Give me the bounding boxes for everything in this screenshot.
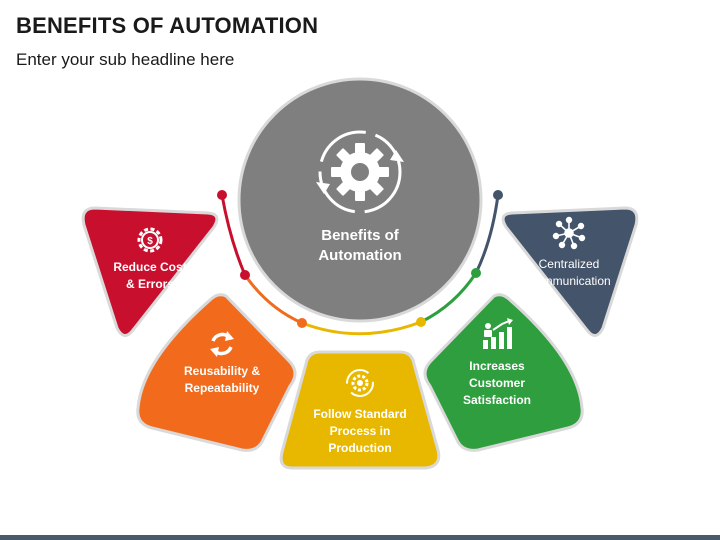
process-gear-icon	[346, 369, 374, 397]
growth-chart-icon	[483, 318, 513, 349]
benefit-label: Repeatability	[185, 381, 260, 395]
arc-dot	[240, 270, 250, 280]
gear-cycle-icon	[316, 130, 404, 214]
arc-segment-1	[220, 194, 247, 276]
center-label-line2: Automation	[318, 247, 401, 264]
arc-dot	[217, 190, 227, 200]
svg-text:$: $	[147, 236, 153, 247]
benefit-customer-satisfaction: Increases Customer Satisfaction	[423, 293, 584, 452]
benefit-shape	[423, 293, 584, 452]
arc-dot	[297, 318, 307, 328]
footer-bar	[0, 535, 720, 540]
connector-arc	[217, 190, 503, 336]
center-label-line1: Benefits of	[321, 227, 400, 244]
benefit-centralized-communication: Centralized Communication	[501, 206, 639, 337]
benefit-label: Centralized	[539, 257, 600, 271]
arc-segment-5	[474, 194, 500, 274]
benefit-label: Follow Standard	[313, 407, 406, 421]
benefit-label: Satisfaction	[463, 393, 531, 407]
benefit-follow-standard: Follow Standard Process in Production	[279, 350, 441, 470]
benefit-label: Communication	[527, 274, 610, 288]
network-hub-icon	[552, 216, 586, 250]
benefit-label: Reusability &	[184, 364, 260, 378]
benefit-label: Increases	[469, 359, 525, 373]
benefit-reusability: Reusability & Repeatability	[136, 293, 297, 452]
page-title: BENEFITS OF AUTOMATION	[16, 13, 319, 38]
benefit-label: Process in	[330, 424, 391, 438]
arc-dot	[493, 190, 503, 200]
benefit-label: & Errors	[126, 277, 174, 291]
arc-segment-2	[243, 274, 303, 325]
arc-segment-4	[420, 272, 478, 324]
refresh-icon	[210, 331, 234, 357]
benefit-shape	[279, 350, 441, 470]
page-subtitle: Enter your sub headline here	[16, 50, 235, 69]
benefit-shape	[81, 206, 219, 337]
benefit-label: Customer	[469, 376, 525, 390]
benefit-label: Production	[328, 441, 391, 455]
benefit-shape	[136, 293, 297, 452]
arc-segment-3	[301, 320, 422, 336]
benefit-label: Reduce Cost	[113, 260, 186, 274]
arc-dot	[471, 268, 481, 278]
benefit-reduce-cost: $ Reduce Cost & Errors	[81, 206, 219, 337]
arc-dot	[416, 317, 426, 327]
center-node: Benefits of Automation	[237, 77, 483, 323]
benefit-shape	[501, 206, 639, 337]
dollar-gear-icon: $	[137, 227, 163, 253]
